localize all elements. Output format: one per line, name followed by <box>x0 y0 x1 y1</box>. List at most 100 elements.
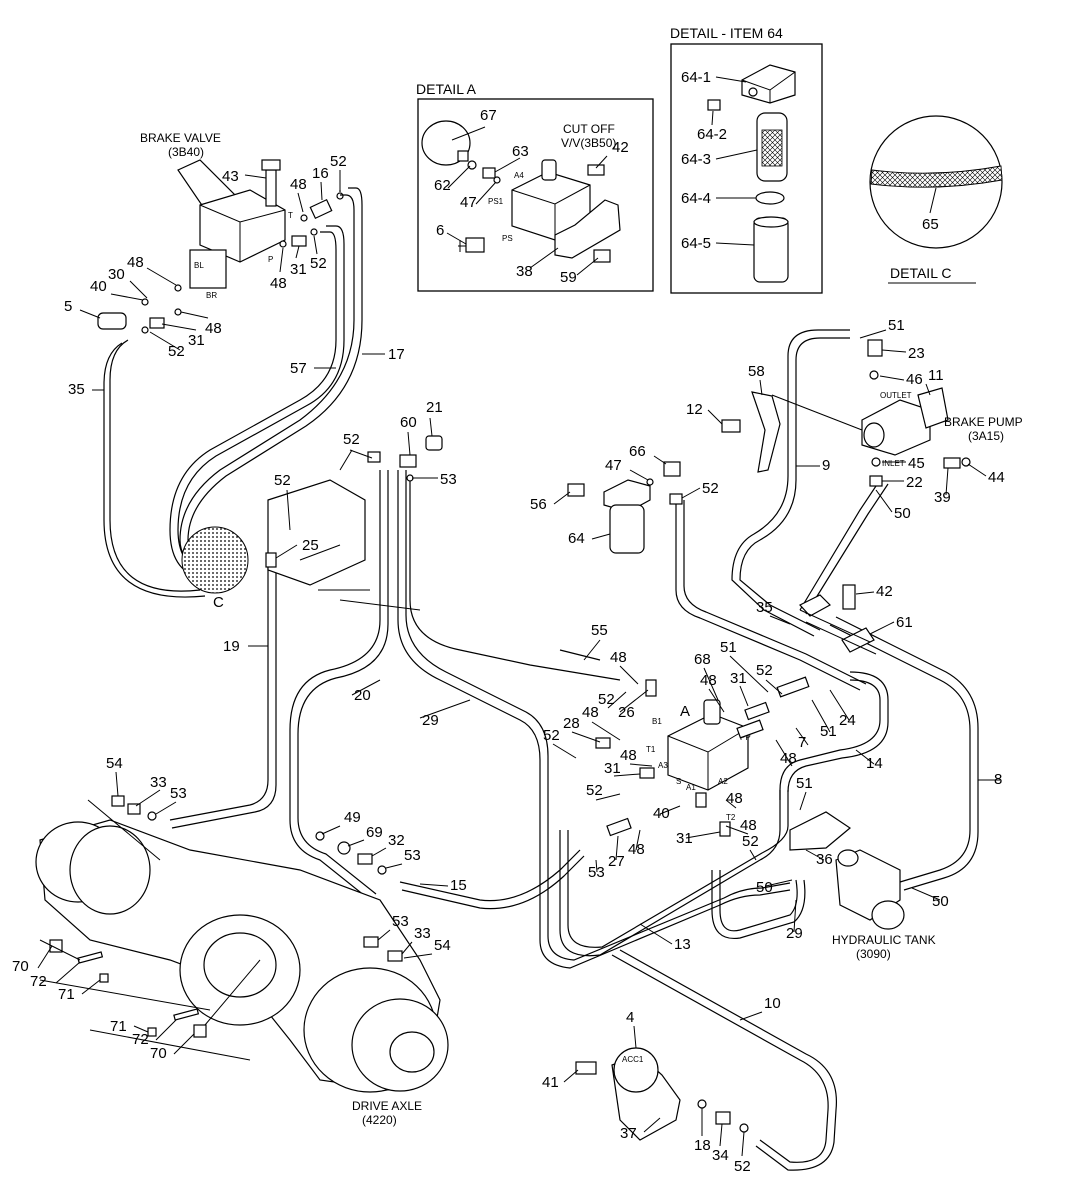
nipple-72-left <box>77 951 104 964</box>
detail-c-callout-circle <box>181 526 249 594</box>
callout-26: 26 <box>618 704 635 721</box>
elbow-66 <box>663 461 681 477</box>
callout-64-5: 64-5 <box>681 235 711 252</box>
callout-28: 28 <box>563 715 580 732</box>
port-a1: A1 <box>686 783 696 792</box>
hose-cross-section-65 <box>870 165 1003 188</box>
detail-64-frame <box>670 43 823 294</box>
callout-68: 68 <box>694 651 711 668</box>
oring-52-acc <box>739 1123 749 1133</box>
manifold-callouts: 52 60 21 53 52 25 19 20 29 35 57 17 <box>68 346 471 729</box>
callout-17: 17 <box>388 346 405 363</box>
callout-59: 59 <box>560 269 577 286</box>
callout-50: 50 <box>932 893 949 910</box>
port-a3: A3 <box>658 761 668 770</box>
callout-48: 48 <box>582 704 599 721</box>
callout-39: 39 <box>934 489 951 506</box>
callout-33: 33 <box>414 925 431 942</box>
valve-a-leaders <box>552 639 1000 933</box>
callout-52: 52 <box>330 153 347 170</box>
fitting-40 <box>695 792 707 808</box>
callout-65-leader <box>929 187 937 214</box>
brake-valve-leaders <box>79 170 341 351</box>
fitting-52-filter <box>669 493 683 505</box>
callout-24: 24 <box>839 712 856 729</box>
hose-9-b <box>731 329 850 637</box>
callout-50: 50 <box>894 505 911 522</box>
callout-14: 14 <box>866 755 883 772</box>
manifold-leaders <box>92 353 471 719</box>
acc-label: ACC1 <box>622 1055 644 1064</box>
callout-72: 72 <box>30 973 47 990</box>
pressure-switch-6 <box>465 237 485 253</box>
callout-31: 31 <box>290 261 307 278</box>
hose-19 <box>169 565 269 821</box>
callout-6: 6 <box>436 222 444 239</box>
callout-51: 51 <box>796 775 813 792</box>
detail-c-title: DETAIL C <box>890 265 951 281</box>
fitting-54-b <box>387 950 403 962</box>
callout-66: 66 <box>629 443 646 460</box>
bolt-43-head <box>261 159 281 171</box>
hose-57 <box>169 231 337 579</box>
callout-23: 23 <box>908 345 925 362</box>
callout-25: 25 <box>302 537 319 554</box>
callout-44: 44 <box>988 469 1005 486</box>
callout-62: 62 <box>434 177 451 194</box>
port-b1: B1 <box>652 717 662 726</box>
fitting-27 <box>606 817 632 837</box>
detail-64-title: DETAIL - ITEM 64 <box>670 25 783 41</box>
callout-64-1: 64-1 <box>681 69 711 86</box>
callout-48: 48 <box>740 817 757 834</box>
hose-15-b <box>401 855 585 910</box>
port-t2: T2 <box>726 813 736 822</box>
callout-70: 70 <box>12 958 29 975</box>
port-t: T <box>288 211 293 220</box>
clamp-leaders <box>769 591 895 635</box>
hose-35-left-b <box>103 342 206 598</box>
hydraulic-tank-assembly: HYDRAULIC TANK (3090) <box>789 811 936 961</box>
oring-48-c <box>174 284 182 292</box>
bolt-43 <box>265 169 277 207</box>
hose-50-pump-b <box>805 483 889 615</box>
bolt-41 <box>575 1061 597 1075</box>
callout-48: 48 <box>290 176 307 193</box>
fitting-16 <box>309 198 333 220</box>
callout-42: 42 <box>876 583 893 600</box>
callout-7: 7 <box>798 734 806 751</box>
callout-54: 54 <box>434 937 451 954</box>
accumulator-4-assembly: ACC1 4 41 37 18 34 52 10 <box>542 995 781 1175</box>
callout-63: 63 <box>512 143 529 160</box>
callout-27: 27 <box>608 853 625 870</box>
switch-5 <box>97 312 127 330</box>
axle-leaders <box>37 771 673 1055</box>
port-bl: BL <box>194 261 204 270</box>
inlet-label: INLET <box>882 459 905 468</box>
filter-64-bowl <box>609 504 645 554</box>
oring-46 <box>869 370 879 380</box>
clamp-61-assembly: 42 35 61 <box>756 583 913 655</box>
callout-71: 71 <box>110 1018 127 1035</box>
filter-bowl-lip <box>753 216 789 228</box>
fitting-63 <box>482 167 496 179</box>
callout-48: 48 <box>127 254 144 271</box>
fitting-68 <box>744 701 770 721</box>
solenoid-top <box>541 159 557 181</box>
fitting-28 <box>595 737 611 749</box>
callout-52: 52 <box>742 833 759 850</box>
port-ps: PS <box>502 234 513 243</box>
bolt-39 <box>943 457 961 469</box>
hose-29-right-b <box>711 870 806 940</box>
callout-51: 51 <box>720 639 737 656</box>
manifold-plate <box>267 479 366 586</box>
callout-10: 10 <box>764 995 781 1012</box>
bolt-42 <box>842 584 856 610</box>
oring-40 <box>141 298 149 306</box>
detail-c: 65 DETAIL C <box>869 115 1003 284</box>
oring-62 <box>467 160 477 170</box>
oring-45 <box>871 457 881 467</box>
manifold-lines <box>299 544 421 611</box>
filter-leaders <box>553 455 701 540</box>
tank-fitting-36 <box>789 811 852 851</box>
